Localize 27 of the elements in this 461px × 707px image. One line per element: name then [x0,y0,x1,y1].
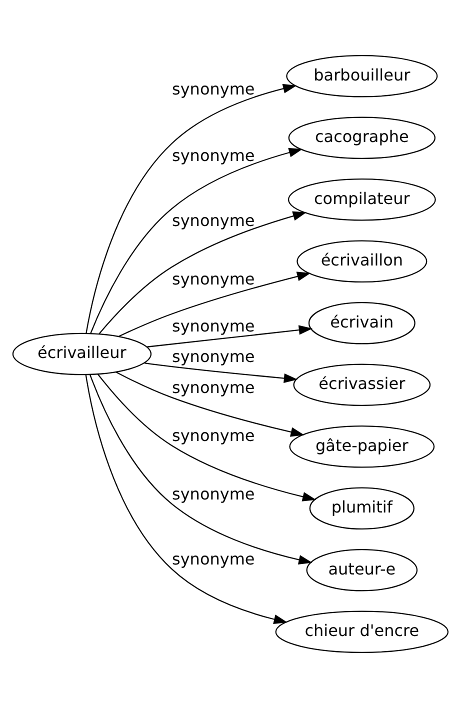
node-ellipse: plumitif [309,486,414,530]
node-ellipse: écrivain [308,301,416,344]
edge-label: synonyme [172,316,255,335]
edge-label: synonyme [172,484,255,503]
edge-label: synonyme [172,549,255,568]
node-ellipse: écrivassier [293,363,431,406]
node-ellipse: écrivailleur [12,332,152,375]
edge-label: synonyme [172,268,255,288]
edge-label: synonyme [172,378,255,397]
arrow [147,324,313,347]
edge-label: synonyme [172,145,255,164]
node-ellipse: chieur d'encre [275,610,449,652]
arrow [86,83,297,333]
arrow [85,374,288,624]
arrow [116,371,304,436]
arrow [89,374,312,564]
node-ellipse: barbouilleur [286,54,438,97]
arrow [98,210,307,334]
edge-label: synonyme [172,346,255,366]
edge-label: synonyme [172,210,255,230]
edge-label: synonyme [172,79,255,98]
arrow [97,373,316,501]
node-ellipse: auteur-e [306,548,418,591]
arrow [118,271,311,336]
arrow [90,147,303,333]
arrow [144,362,298,383]
edge-label: synonyme [172,426,255,445]
